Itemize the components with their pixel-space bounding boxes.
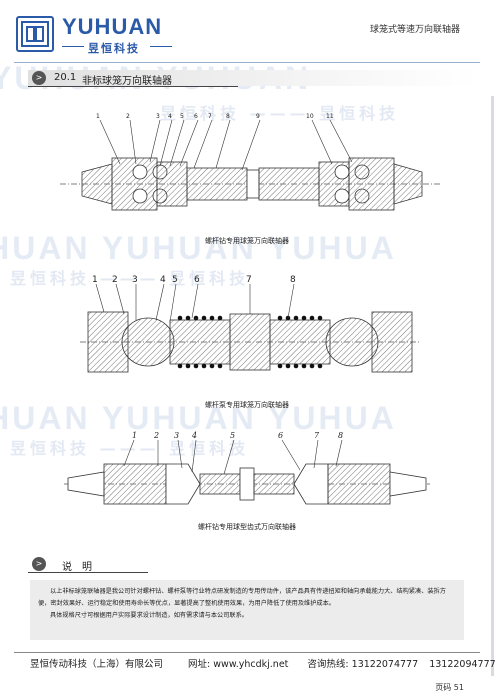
header-divider — [14, 62, 480, 63]
footer-contact: 昱恒传动科技（上海）有限公司 网址: www.yhcdkj.net 咨询热线: … — [30, 656, 496, 670]
figure-caption: 螺杆钻专用球笼万向联轴器 — [205, 237, 289, 245]
logo-line-left — [62, 46, 84, 47]
callout-label: 2 — [153, 431, 159, 440]
section-heading-bar — [28, 70, 478, 86]
callout-label: 3 — [132, 275, 138, 285]
chevron-right-icon: > — [32, 71, 46, 85]
callout-label: 10 — [306, 113, 314, 120]
footer-company: 昱恒传动科技（上海）有限公司 — [30, 659, 164, 670]
callout-label: 7 — [208, 113, 212, 120]
callout-label: 5 — [180, 113, 184, 120]
callout-label: 4 — [191, 431, 197, 440]
page-number: 页码 51 — [435, 683, 464, 692]
callout-label: 7 — [246, 275, 252, 285]
section-number: 20.1 — [54, 72, 77, 83]
callout-label: 6 — [194, 275, 200, 285]
callout-label: 8 — [226, 113, 230, 120]
logo-mark-icon — [21, 21, 49, 47]
description-paragraph: 具体规格尺寸可根据用户实际要求设计制造，如有需求请与本公司联系。 — [50, 612, 248, 619]
callout-label: 4 — [168, 113, 172, 120]
callout-label: 7 — [314, 431, 320, 440]
figure-drill-ball-gear-coupling: 1 2 3 4 5 6 7 8 — [64, 431, 430, 505]
page-header-title: 球笼式等速万向联轴器 — [369, 25, 460, 35]
callout-label: 2 — [112, 275, 118, 285]
watermark-text: UHUAN YUHUAN YUHUA — [0, 400, 397, 436]
description-paragraph: 以上非标球笼联轴器是我公司针对螺杆钻、螺杆泵等行业特点研发制造的专用传动件，该产… — [38, 588, 446, 607]
callout-label: 8 — [290, 275, 296, 285]
callout-label: 1 — [132, 431, 137, 440]
callout-label: 4 — [160, 275, 166, 285]
company-logo — [16, 16, 54, 52]
side-bar-decoration — [491, 96, 494, 676]
watermark-text-cn: 昱恒科技 ——— 昱恒科技 — [10, 439, 250, 458]
callout-label: 6 — [278, 431, 283, 440]
watermark-text-cn: 昱恒科技 ——— 昱恒科技 — [10, 269, 250, 288]
footer-phone: 13122074777 — [351, 659, 419, 670]
figure-pump-ball-cage-coupling: 1 2 3 4 5 6 7 8 — [80, 275, 420, 373]
logo-wordmark: YUHUAN — [62, 14, 163, 39]
footer-website[interactable]: www.yhcdkj.net — [213, 659, 289, 670]
description-underline — [28, 572, 148, 573]
figure-drill-ball-cage-coupling: 1 2 3 4 5 6 7 8 9 10 11 — [60, 113, 440, 211]
callout-label: 2 — [126, 113, 130, 120]
callout-label: 1 — [96, 113, 100, 120]
callout-label: 1 — [92, 275, 98, 285]
callout-label: 3 — [156, 113, 160, 120]
footer-hotline-label: 咨询热线: — [307, 659, 349, 670]
callout-label: 9 — [256, 113, 260, 120]
watermark-text-cn: 昱恒科技 ——— 昱恒科技 — [160, 104, 400, 123]
figure-caption: 螺杆钻专用球型齿式万向联轴器 — [198, 523, 296, 531]
callout-label: 3 — [174, 431, 179, 440]
callout-label: 8 — [338, 431, 343, 440]
callout-label: 5 — [172, 275, 178, 285]
figure-caption: 螺杆泵专用球笼万向联轴器 — [205, 401, 289, 409]
footer-phone: 13122094777 — [429, 659, 496, 670]
logo-line-right — [150, 46, 172, 47]
logo-subtitle: 昱恒科技 — [88, 42, 140, 55]
callout-label: 6 — [194, 113, 198, 120]
watermark-text: UHUAN YUHUAN YUHUA — [0, 230, 397, 266]
callout-label: 5 — [230, 431, 235, 440]
description-heading: 说 明 — [62, 562, 92, 573]
callout-label: 11 — [326, 113, 334, 120]
footer-divider — [14, 652, 480, 653]
section-title: 非标球笼万向联轴器 — [82, 76, 172, 87]
section-underline — [28, 86, 238, 87]
chevron-right-icon: > — [32, 557, 46, 571]
description-box: 以上非标球笼联轴器是我公司针对螺杆钻、螺杆泵等行业特点研发制造的专用传动件，该产… — [30, 580, 464, 640]
footer-website-label: 网址: — [188, 659, 211, 670]
